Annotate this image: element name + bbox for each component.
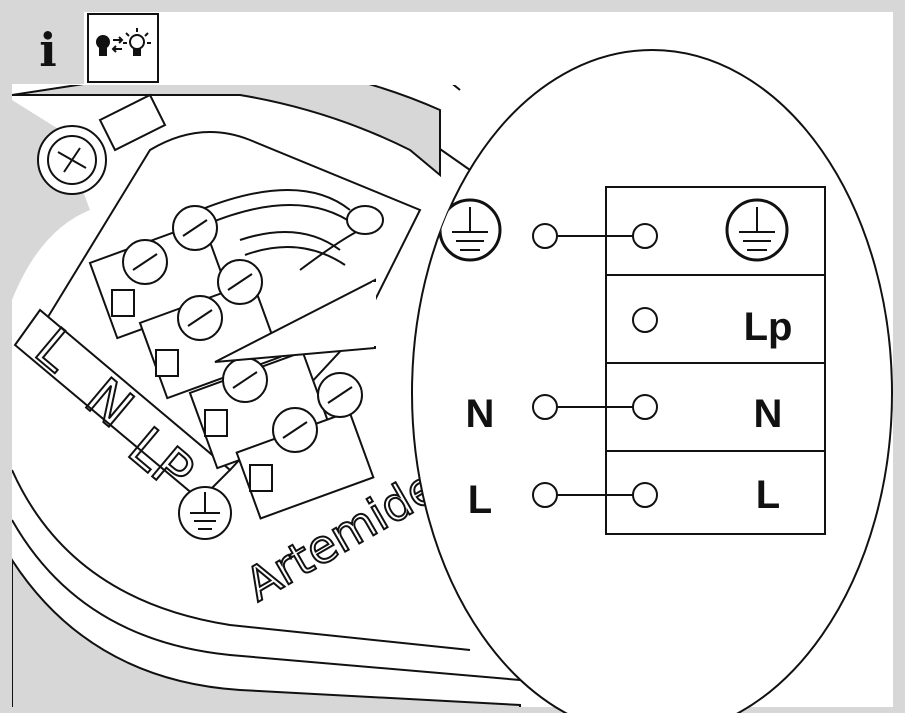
lamp-switch-icon [87, 13, 159, 83]
supply-terminal-dot [532, 394, 558, 420]
supply-terminal-dot [532, 482, 558, 508]
row-earth [438, 198, 789, 262]
table-label-lp: Lp [744, 305, 793, 349]
base-earth-icon [178, 486, 232, 540]
supply-terminal-dot [532, 223, 558, 249]
row-n: N N [466, 392, 783, 436]
info-letter: i [39, 23, 56, 77]
supply-earth-ground-icon [438, 198, 502, 262]
table-label-n: N [754, 392, 783, 436]
table-terminal-dot [632, 482, 658, 508]
row-l: L L [468, 473, 780, 522]
row-lp: Lp [632, 305, 793, 349]
info-badge: i [12, 12, 159, 84]
mounting-screw [37, 125, 107, 195]
detail-bubble: Lp N N L L [372, 49, 893, 713]
table-terminal-dot [632, 223, 658, 249]
table-earth-ground-icon [725, 198, 789, 262]
table-terminal-dot [632, 394, 658, 420]
lamp-switch-icon-glyph [96, 28, 151, 56]
table-label-l: L [756, 473, 780, 517]
supply-label-n: N [466, 392, 495, 436]
table-terminal-dot [632, 307, 658, 333]
terminal-block [235, 372, 375, 520]
supply-label-l: L [468, 478, 492, 522]
